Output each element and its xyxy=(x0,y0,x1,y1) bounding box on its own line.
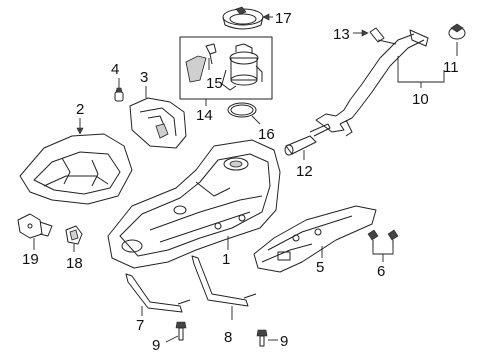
lock-ring-part xyxy=(222,6,264,30)
tank-strap-rear-part xyxy=(191,255,257,307)
fuel-pump-module-part xyxy=(221,43,263,91)
filler-hose-part xyxy=(284,123,331,156)
callout-2: 2 xyxy=(76,101,84,118)
gasket-ring-part xyxy=(227,102,257,118)
vent-valve-part xyxy=(369,27,397,45)
underbody-shield-part xyxy=(19,133,133,205)
leader-6-bracket xyxy=(372,248,394,255)
heat-shield-part xyxy=(129,97,187,149)
callout-7: 7 xyxy=(136,317,144,334)
callout-3: 3 xyxy=(140,69,148,86)
callout-10: 10 xyxy=(412,91,429,108)
callout-5: 5 xyxy=(316,259,324,276)
fuel-level-sender-part xyxy=(185,43,217,83)
callout-18: 18 xyxy=(66,255,83,272)
strap-bolt-right-part xyxy=(256,329,268,347)
filler-cap-part xyxy=(448,23,466,40)
callout-9b: 9 xyxy=(280,333,288,350)
plug-part xyxy=(114,87,124,102)
callout-11: 11 xyxy=(443,59,459,76)
tank-strap-front-part xyxy=(125,273,191,313)
callout-9a: 9 xyxy=(152,337,160,354)
callout-17: 17 xyxy=(275,10,292,27)
callout-1: 1 xyxy=(222,251,230,268)
leader-16 xyxy=(251,115,261,125)
callout-19: 19 xyxy=(22,251,39,268)
tank-bracket-left-part xyxy=(17,213,53,239)
fuel-tank-part xyxy=(107,139,281,269)
leader-9a xyxy=(165,335,179,343)
clip-pair-part xyxy=(367,229,399,248)
small-clip-part xyxy=(65,225,83,245)
callout-4: 4 xyxy=(111,61,119,78)
callout-6: 6 xyxy=(377,263,385,280)
strap-bolt-left-part xyxy=(175,321,187,341)
rear-bracket-part xyxy=(253,205,377,273)
callout-13: 13 xyxy=(333,26,350,43)
callout-16: 16 xyxy=(258,126,275,143)
callout-14: 14 xyxy=(196,107,213,124)
callout-12: 12 xyxy=(296,163,313,180)
callout-15: 15 xyxy=(206,75,223,92)
fuel-pump-box xyxy=(179,36,273,100)
callout-8: 8 xyxy=(224,329,232,346)
leader-10-bracket xyxy=(397,56,445,83)
filler-pipe-part xyxy=(315,29,429,137)
